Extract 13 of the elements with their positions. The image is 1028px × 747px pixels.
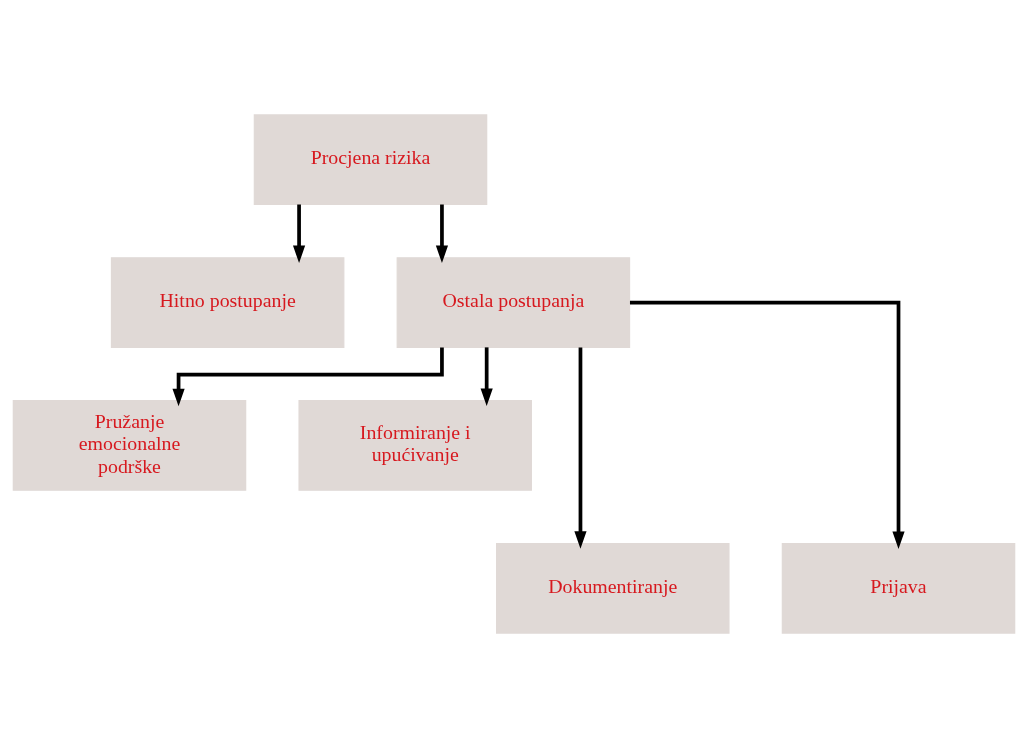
node-box: Hitno postupanje bbox=[110, 256, 345, 348]
node-box: Prijava bbox=[781, 542, 1016, 634]
node-box: Pružanje emocionalne podrške bbox=[12, 399, 247, 491]
arrow bbox=[435, 204, 449, 263]
arrow bbox=[172, 346, 444, 406]
node-box: Dokumentiranje bbox=[496, 542, 730, 634]
arrow bbox=[629, 300, 905, 549]
arrow bbox=[574, 347, 587, 549]
node-box: Informiranje i upućivanje bbox=[298, 399, 532, 491]
arrow bbox=[292, 204, 306, 263]
node-box: Ostala postupanja bbox=[396, 256, 631, 348]
node-box: Procjena rizika bbox=[253, 113, 488, 205]
arrow bbox=[480, 346, 493, 406]
